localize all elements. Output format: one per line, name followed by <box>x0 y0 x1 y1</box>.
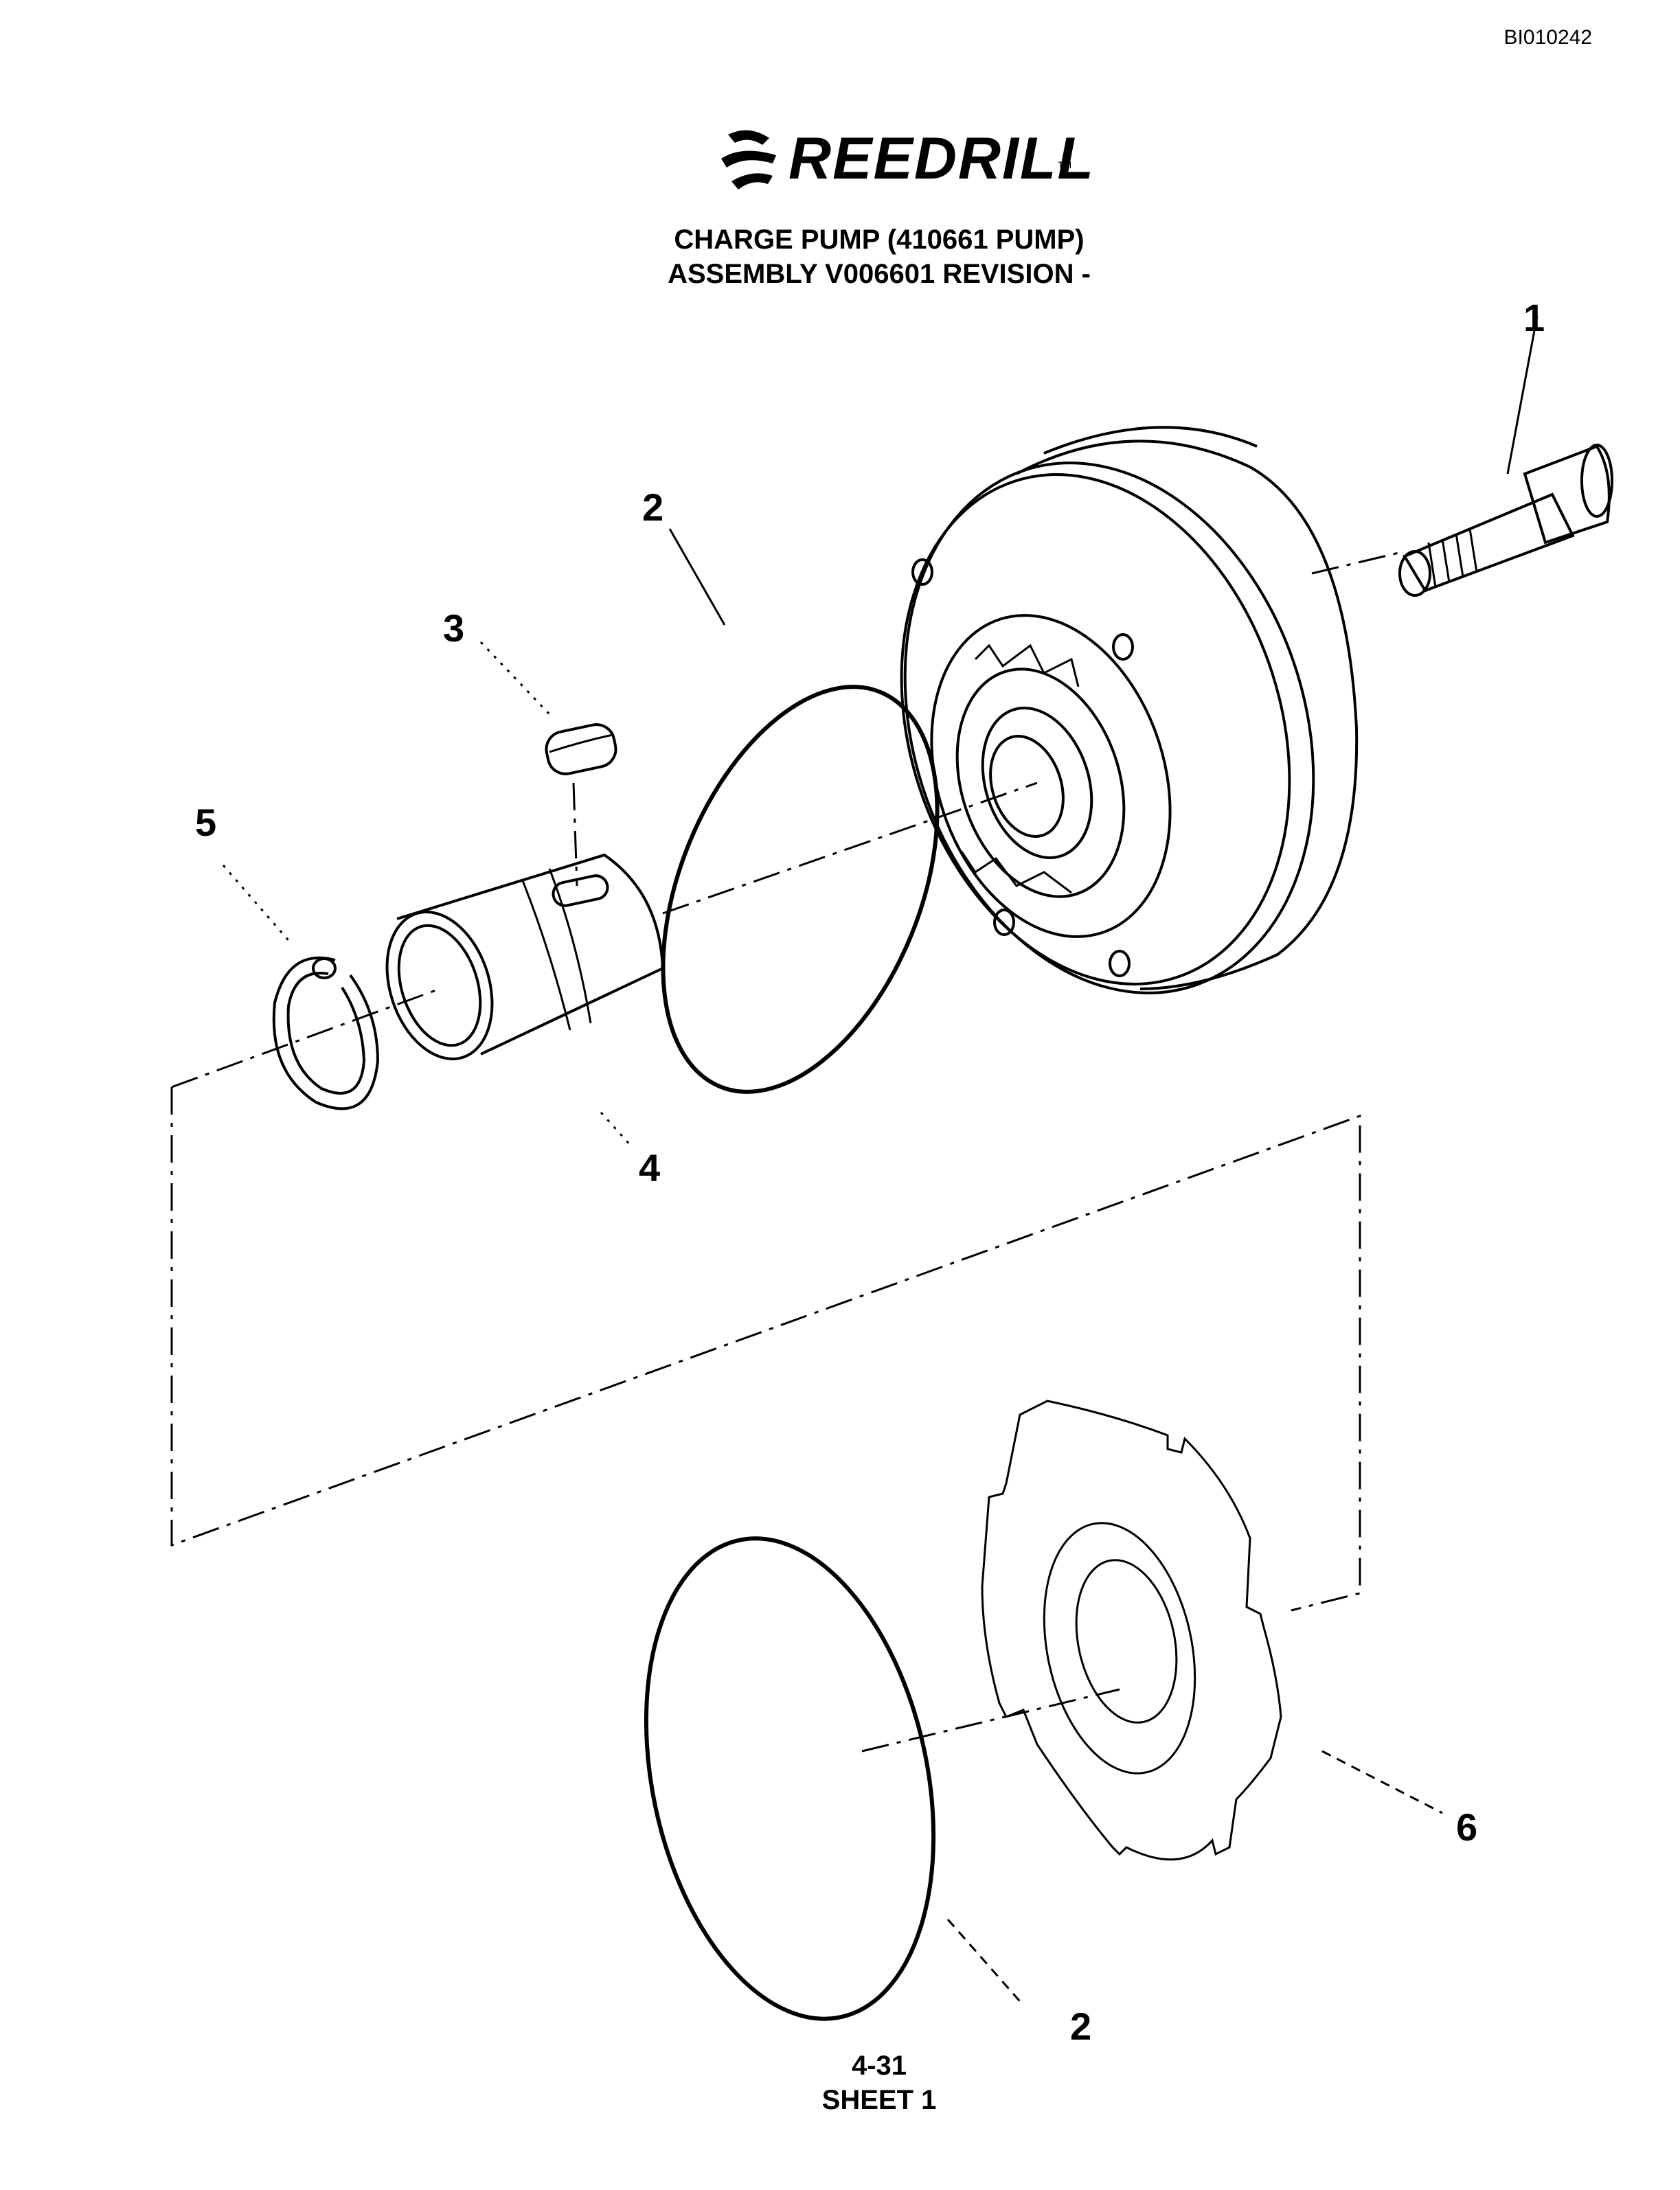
callout-snap-ring: 5 <box>195 801 217 844</box>
brand-logo: REEDRILL TM <box>714 121 1099 196</box>
diagram-title-line2: ASSEMBLY V006601 REVISION - <box>668 259 1091 289</box>
sleeve <box>385 853 665 1060</box>
trademark: TM <box>1058 159 1072 170</box>
center-lines <box>170 550 1405 1753</box>
callout-bolt: 1 <box>1523 296 1545 339</box>
callout-o-ring-upper: 2 <box>642 486 664 529</box>
callout-key: 3 <box>443 606 465 650</box>
o-ring-upper <box>661 685 940 1094</box>
pump-housing <box>900 426 1359 994</box>
sheet-number: SHEET 1 <box>821 2085 937 2115</box>
reedrill-swirl-icon <box>721 130 776 190</box>
callout-o-ring-lower: 2 <box>1070 2005 1092 2048</box>
callout-sleeve: 4 <box>639 1146 661 1189</box>
page-number: 4-31 <box>851 2051 907 2081</box>
bolt <box>1398 444 1613 597</box>
document-id: BI010242 <box>1503 26 1592 49</box>
diagram-title-line1: CHARGE PUMP (410661 PUMP) <box>674 225 1085 255</box>
leader-lines <box>222 315 1539 2006</box>
key <box>545 723 617 775</box>
o-ring-lower <box>644 1536 936 2021</box>
plate <box>981 1400 1282 1861</box>
callout-plate: 6 <box>1456 1805 1478 1849</box>
brand-name: REEDRILL <box>788 126 1095 192</box>
snap-ring <box>272 956 380 1110</box>
